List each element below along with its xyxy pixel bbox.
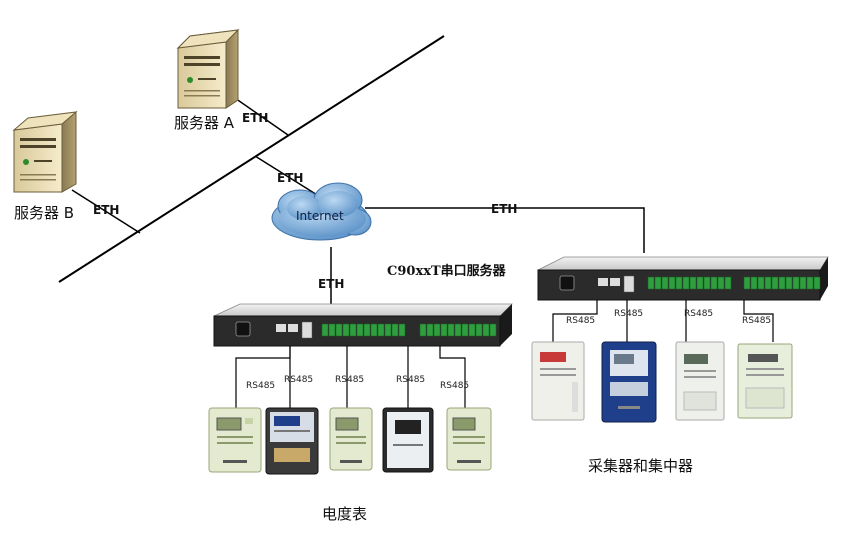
eth-label-right-device: ETH [491,202,517,216]
terminal-block [433,323,441,337]
terminal-block [489,323,497,337]
collectors-caption: 采集器和集中器 [588,457,693,475]
server-b-link [71,189,141,234]
right-serial-server-device [537,256,829,301]
terminal-block [703,276,711,290]
rs485-label: RS485 [742,316,771,326]
terminal-block [724,276,732,290]
internet-cloud-icon [271,182,372,241]
terminal-block [717,276,725,290]
terminal-block [440,323,448,337]
left-serial-server-device [213,303,513,347]
terminal-block [342,323,350,337]
server-a-icon [176,28,240,109]
terminal-block [806,276,814,290]
rs485-label: RS485 [246,381,275,391]
right-rs485-links [552,300,774,342]
terminal-block [335,323,343,337]
terminal-block [426,323,434,337]
terminal-block [475,323,483,337]
terminal-block [398,323,406,337]
terminal-block [468,323,476,337]
eth-label-left-device: ETH [318,277,344,291]
terminal-block [384,323,392,337]
terminal-block [792,276,800,290]
collector-device [531,341,585,421]
server-a-label: 服务器 A [174,114,235,132]
rs485-label: RS485 [566,316,595,326]
device-title-label: C90xxT串口服务器 [387,263,507,279]
internet-label: Internet [296,209,344,223]
collector-device [601,341,657,423]
meters-caption: 电度表 [322,505,367,523]
electric-meter [446,407,492,471]
terminal-block [689,276,697,290]
terminal-block [771,276,779,290]
terminal-block [682,276,690,290]
rs485-label: RS485 [684,309,713,319]
backbone-to-cloud-link [254,155,323,199]
terminal-block [370,323,378,337]
rs485-label: RS485 [335,375,364,385]
collector-device [675,341,725,421]
eth-label-cloud-upper: ETH [277,171,303,185]
rs485-label: RS485 [284,375,313,385]
rs485-label: RS485 [614,309,643,319]
electric-meter [382,407,434,473]
electric-meter [329,407,373,471]
terminal-block [750,276,758,290]
terminal-block [778,276,786,290]
terminal-block [757,276,765,290]
terminal-block [661,276,669,290]
terminal-block [785,276,793,290]
terminal-block [654,276,662,290]
collector-device [737,343,793,419]
electric-meter [208,407,262,473]
terminal-block [743,276,751,290]
terminal-block [799,276,807,290]
server-a-link [231,95,289,136]
rs485-label: RS485 [440,381,469,391]
left-rs485-links [235,346,466,408]
terminal-block [377,323,385,337]
terminal-block [391,323,399,337]
terminal-block [647,276,655,290]
electric-meter [265,407,319,475]
terminal-block [356,323,364,337]
terminal-block [349,323,357,337]
terminal-block [482,323,490,337]
terminal-block [710,276,718,290]
terminal-block [328,323,336,337]
eth-label-server-a: ETH [242,111,268,125]
eth-label-server-b: ETH [93,203,119,217]
terminal-block [668,276,676,290]
cloud-to-right-device-link [365,207,645,253]
terminal-block [675,276,683,290]
terminal-block [419,323,427,337]
backbone-line [58,35,445,283]
terminal-block [461,323,469,337]
rs485-label: RS485 [396,375,425,385]
terminal-block [696,276,704,290]
server-b-icon [12,110,78,193]
terminal-block [764,276,772,290]
terminal-block [363,323,371,337]
terminal-block [447,323,455,337]
server-b-label: 服务器 B [14,204,74,222]
terminal-block [813,276,821,290]
terminal-block [321,323,329,337]
terminal-block [454,323,462,337]
